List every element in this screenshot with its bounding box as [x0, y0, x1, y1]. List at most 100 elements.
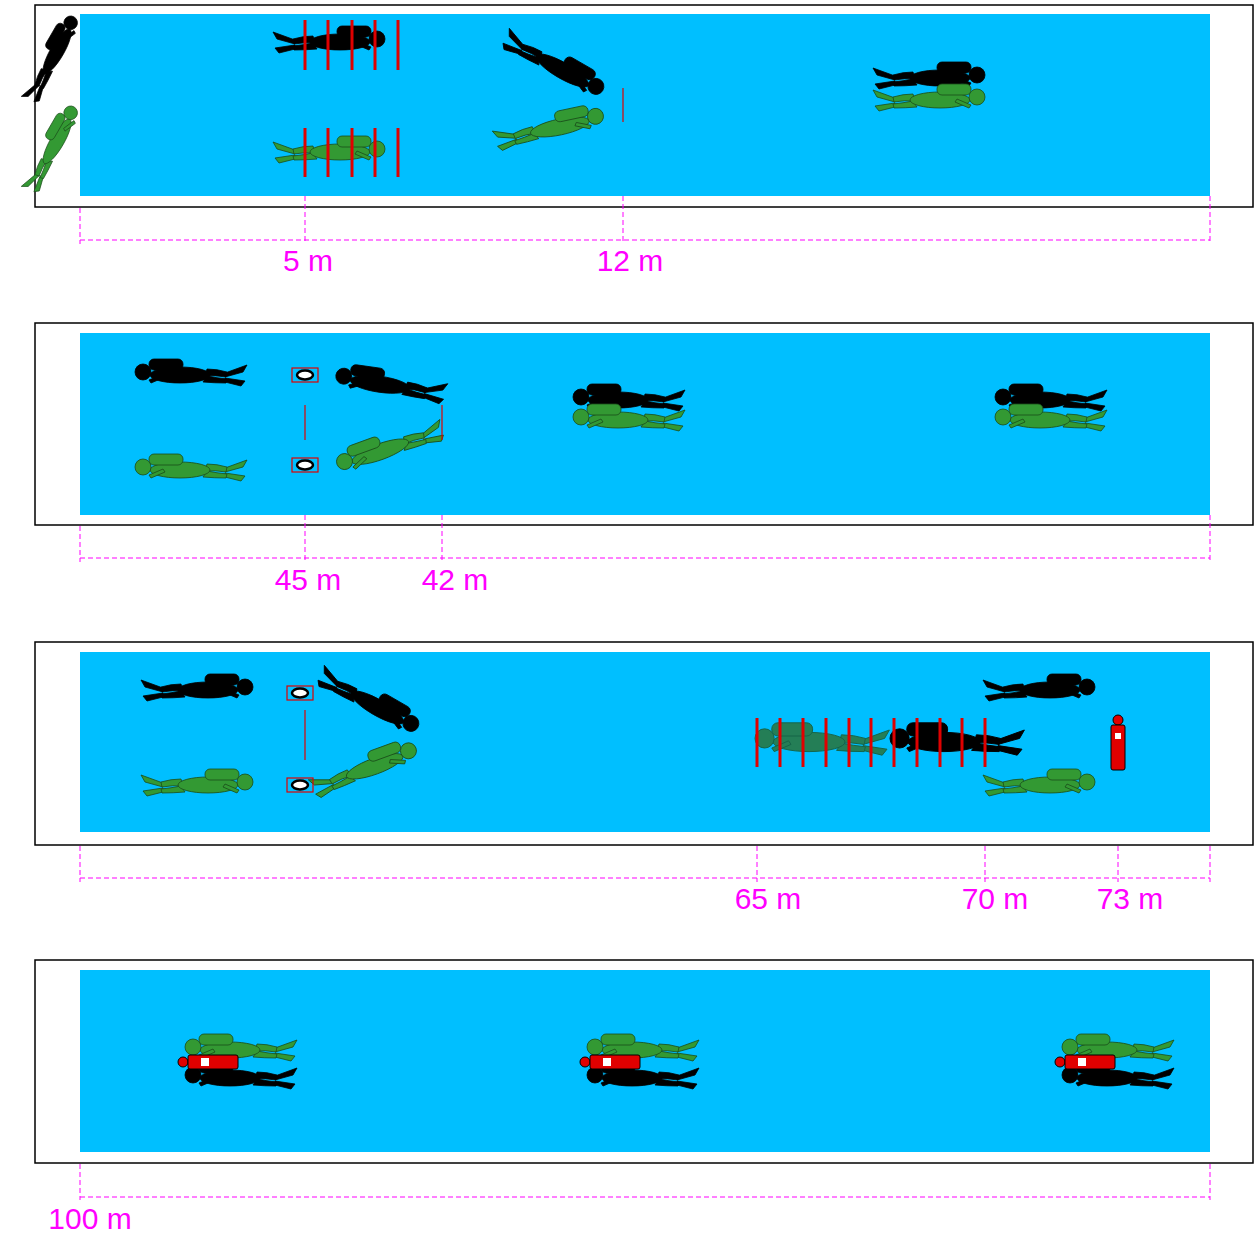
diver-silhouette [141, 769, 253, 796]
diver-fins [1085, 410, 1107, 431]
diver-tank [1047, 674, 1081, 685]
diver-fins [663, 390, 685, 411]
buoy-body [188, 1055, 238, 1069]
marker-line [441, 405, 442, 440]
diver-head [573, 389, 589, 405]
diver-head [1062, 1039, 1078, 1055]
diver-head [61, 104, 80, 123]
diver-tank [366, 741, 402, 763]
diver-head [61, 14, 80, 33]
diver-arm [223, 784, 239, 793]
diver-fins [273, 142, 295, 163]
mask-marker [292, 368, 318, 382]
marker-buoy [580, 1055, 640, 1069]
panel-frame [35, 960, 1253, 1163]
marker-line [622, 88, 623, 122]
diver-fins [998, 730, 1024, 755]
diver-head [995, 409, 1011, 425]
marker-line [304, 710, 305, 760]
diver-silhouette [983, 674, 1095, 701]
gate-bar [825, 718, 828, 767]
diver-head [1079, 679, 1095, 695]
diver-arm [199, 1077, 215, 1086]
panel-frame [35, 323, 1253, 525]
mask [292, 689, 308, 698]
diver-silhouette [135, 454, 247, 481]
buoy-body [1111, 725, 1125, 770]
diver-head [334, 451, 355, 472]
diver-arm [601, 1077, 617, 1086]
mask [297, 371, 313, 380]
gate-bar [893, 718, 896, 767]
diver-tank [44, 112, 67, 142]
diver-head [369, 31, 385, 47]
gate-bar [939, 718, 942, 767]
gate-bar [374, 128, 377, 177]
buoy-band [1078, 1058, 1086, 1066]
diver-arm [63, 118, 76, 134]
diver-head [400, 712, 422, 734]
dimension-line [80, 878, 1210, 879]
diver-head [995, 389, 1011, 405]
buoy-top [1113, 715, 1123, 725]
dimension-lines [80, 196, 1210, 1200]
diver-head [369, 141, 385, 157]
diver-fins [273, 32, 295, 53]
mask-marker [287, 686, 313, 700]
marker-buoy [178, 1055, 238, 1069]
dimension-tick [623, 196, 624, 244]
dimension-tick [1210, 846, 1211, 882]
dimension-tick [985, 846, 986, 882]
diver-fins [275, 1040, 297, 1061]
dimension-tick [305, 515, 306, 562]
dimension-tick [80, 208, 81, 244]
diver-tank [937, 62, 971, 73]
diver-arm [63, 28, 76, 44]
diver-fins [225, 365, 247, 386]
gate-bar [916, 718, 919, 767]
dimension-label: 73 m [1097, 884, 1164, 914]
diver-arm [223, 689, 239, 698]
diver-fins [983, 680, 1005, 701]
gate-bar [351, 128, 354, 177]
mask [292, 781, 308, 790]
gate-bar [327, 128, 330, 177]
diver-head [135, 459, 151, 475]
buoy-body [1065, 1055, 1115, 1069]
marker-line [304, 405, 305, 440]
diver-silhouette [491, 102, 606, 152]
diver-tank [554, 105, 590, 123]
diver-arm [1065, 784, 1081, 793]
dimension-tick [442, 515, 443, 562]
dimension-tick [757, 846, 758, 882]
diver-fins [663, 410, 685, 431]
pool-water [80, 652, 1210, 832]
dimension-tick [1118, 846, 1119, 882]
dimension-tick [1210, 196, 1211, 244]
diver-silhouette [314, 660, 424, 739]
diver-fins [873, 68, 895, 89]
diver-fins [677, 1068, 699, 1089]
buoy-band [1115, 733, 1121, 739]
diver-silhouette [135, 359, 247, 386]
diver-tank [937, 84, 971, 95]
diver-fins [677, 1040, 699, 1061]
dimension-tick [80, 1164, 81, 1200]
diver-tank [601, 1034, 635, 1045]
mask-box [292, 368, 318, 382]
buoy-top [580, 1057, 590, 1067]
gate-bar [961, 718, 964, 767]
gate-bar [984, 718, 987, 767]
diver-tank [587, 384, 621, 395]
diver-tank [337, 136, 371, 147]
diver-fins [423, 381, 448, 405]
diver-arm [355, 151, 371, 160]
dimension-label: 42 m [422, 565, 489, 595]
diver-tank [350, 364, 385, 380]
diver-silhouette [873, 84, 985, 111]
diver-tank [44, 22, 67, 52]
dimension-label: 100 m [48, 1204, 131, 1234]
gate-bar [848, 718, 851, 767]
diver-arm [1009, 419, 1025, 428]
equipment [178, 20, 1125, 1069]
